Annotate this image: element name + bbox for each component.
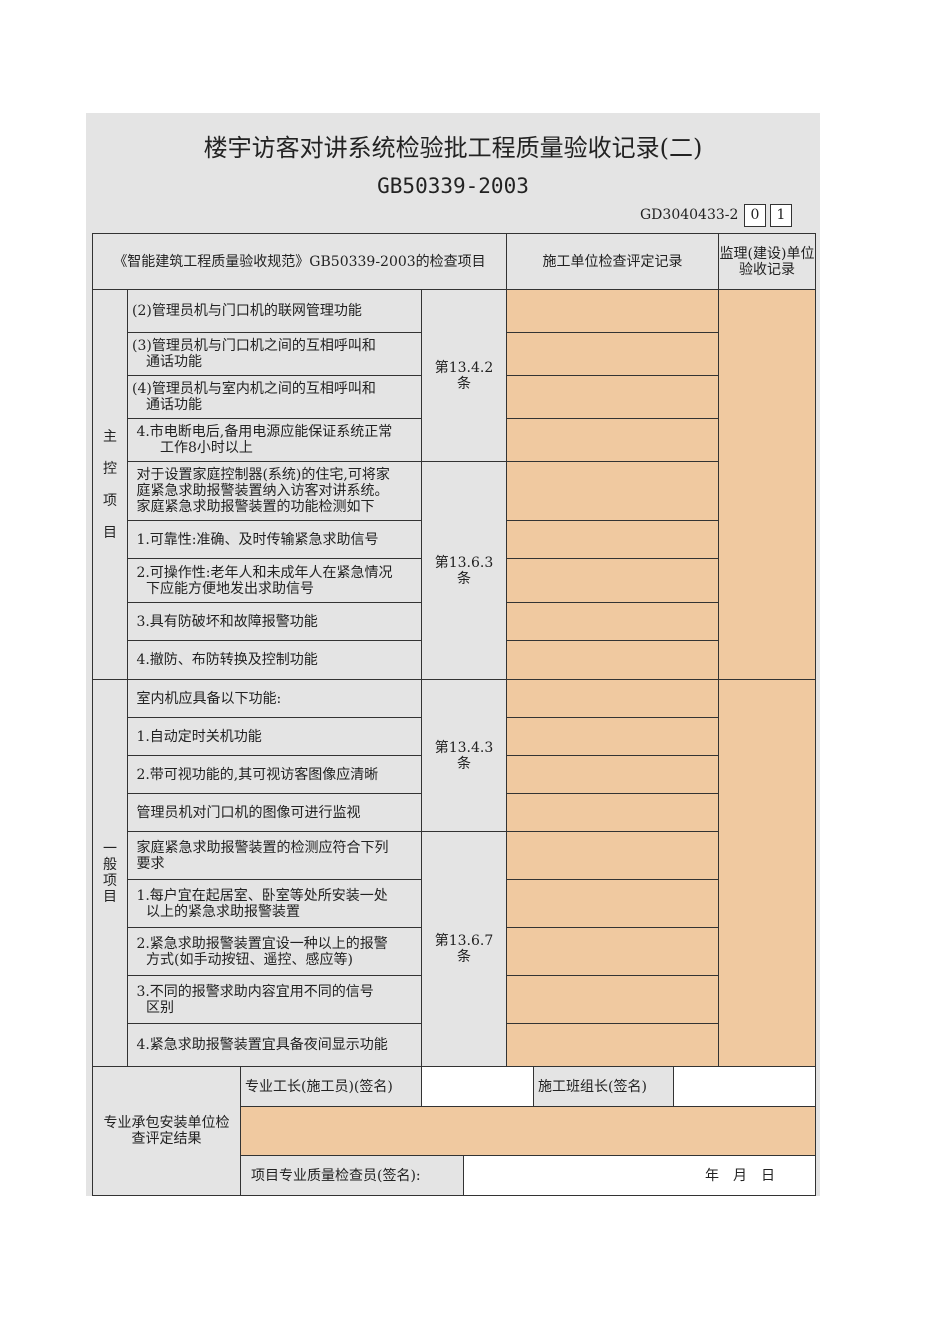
construction-record-cell[interactable] (506, 717, 719, 756)
general-item: 2.带可视功能的,其可视访客图像应清晰 (127, 755, 422, 794)
main-item: 1.可靠性:准确、及时传输紧急求助信号 (127, 520, 422, 559)
general-item: 管理员机对门口机的图像可进行监视 (127, 793, 422, 832)
main-item: 对于设置家庭控制器(系统)的住宅,可将家 庭紧急求助报警装置纳入访客对讲系统。 … (127, 461, 422, 521)
general-item: 1.每户宜在起居室、卧室等处所安装一处 以上的紧急求助报警装置 (127, 879, 422, 928)
clause-ref: 第13.6.7条 (421, 831, 507, 1067)
inspection-result-cell[interactable] (240, 1106, 816, 1156)
form-code: GD3040433-2 (640, 207, 739, 223)
construction-record-cell[interactable] (506, 879, 719, 928)
main-item: 2.可操作性:老年人和未成年人在紧急情况 下应能方便地发出求助信号 (127, 558, 422, 603)
foreman-signature[interactable] (421, 1066, 534, 1107)
clause-ref: 第13.4.2条 (421, 289, 507, 462)
construction-record-cell[interactable] (506, 975, 719, 1024)
supervision-record-cell[interactable] (718, 679, 816, 1067)
main-item: 4.撤防、布防转换及控制功能 (127, 640, 422, 680)
construction-record-cell[interactable] (506, 558, 719, 603)
main-item: 3.具有防破坏和故障报警功能 (127, 602, 422, 641)
inspector-label: 项目专业质量检查员(签名): (240, 1155, 464, 1196)
header-items: 《智能建筑工程质量验收规范》GB50339-2003的检查项目 (92, 233, 507, 290)
header-construction: 施工单位检查评定记录 (506, 233, 719, 290)
supervision-record-cell[interactable] (718, 289, 816, 680)
construction-record-cell[interactable] (506, 927, 719, 976)
general-item: 3.不同的报警求助内容宜用不同的信号 区别 (127, 975, 422, 1024)
inspection-date[interactable]: 年 月 日 (463, 1155, 816, 1196)
header-supervision: 监理(建设)单位验收记录 (718, 233, 816, 290)
team-leader-signature[interactable] (673, 1066, 816, 1107)
main-item: 4.市电断电后,备用电源应能保证系统正常 工作8小时以上 (127, 418, 422, 462)
construction-record-cell[interactable] (506, 755, 719, 794)
clause-ref: 第13.4.3条 (421, 679, 507, 832)
code-digit[interactable]: 0 (744, 204, 766, 227)
foreman-label: 专业工长(施工员)(签名) (240, 1066, 422, 1107)
construction-record-cell[interactable] (506, 602, 719, 641)
construction-record-cell[interactable] (506, 289, 719, 333)
construction-record-cell[interactable] (506, 418, 719, 462)
team-leader-label: 施工班组长(签名) (533, 1066, 674, 1107)
construction-record-cell[interactable] (506, 831, 719, 880)
construction-record-cell[interactable] (506, 332, 719, 376)
general-item: 1.自动定时关机功能 (127, 717, 422, 756)
main-item: (4)管理员机与室内机之间的互相呼叫和 通话功能 (127, 375, 422, 419)
standard-code: GB50339-2003 (377, 174, 529, 198)
general-item: 室内机应具备以下功能: (127, 679, 422, 718)
main-item: (3)管理员机与门口机之间的互相呼叫和 通话功能 (127, 332, 422, 376)
clause-ref: 第13.6.3条 (421, 461, 507, 680)
general-item: 4.紧急求助报警装置宜具备夜间显示功能 (127, 1023, 422, 1067)
construction-record-cell[interactable] (506, 1023, 719, 1067)
footer-label: 专业承包安装单位检查评定结果 (92, 1066, 241, 1196)
form-title: 楼宇访客对讲系统检验批工程质量验收记录(二) (203, 134, 703, 162)
general-item: 家庭紧急求助报警装置的检测应符合下列 要求 (127, 831, 422, 880)
construction-record-cell[interactable] (506, 520, 719, 559)
general-label: 一般项目 (92, 679, 128, 1067)
construction-record-cell[interactable] (506, 375, 719, 419)
construction-record-cell[interactable] (506, 679, 719, 718)
general-item: 2.紧急求助报警装置宜设一种以上的报警 方式(如手动按钮、遥控、感应等) (127, 927, 422, 976)
construction-record-cell[interactable] (506, 461, 719, 521)
code-digit[interactable]: 1 (770, 204, 792, 227)
construction-record-cell[interactable] (506, 793, 719, 832)
main-control-label: 主 控 项 目 (92, 289, 128, 680)
main-item: (2)管理员机与门口机的联网管理功能 (127, 289, 422, 333)
construction-record-cell[interactable] (506, 640, 719, 680)
